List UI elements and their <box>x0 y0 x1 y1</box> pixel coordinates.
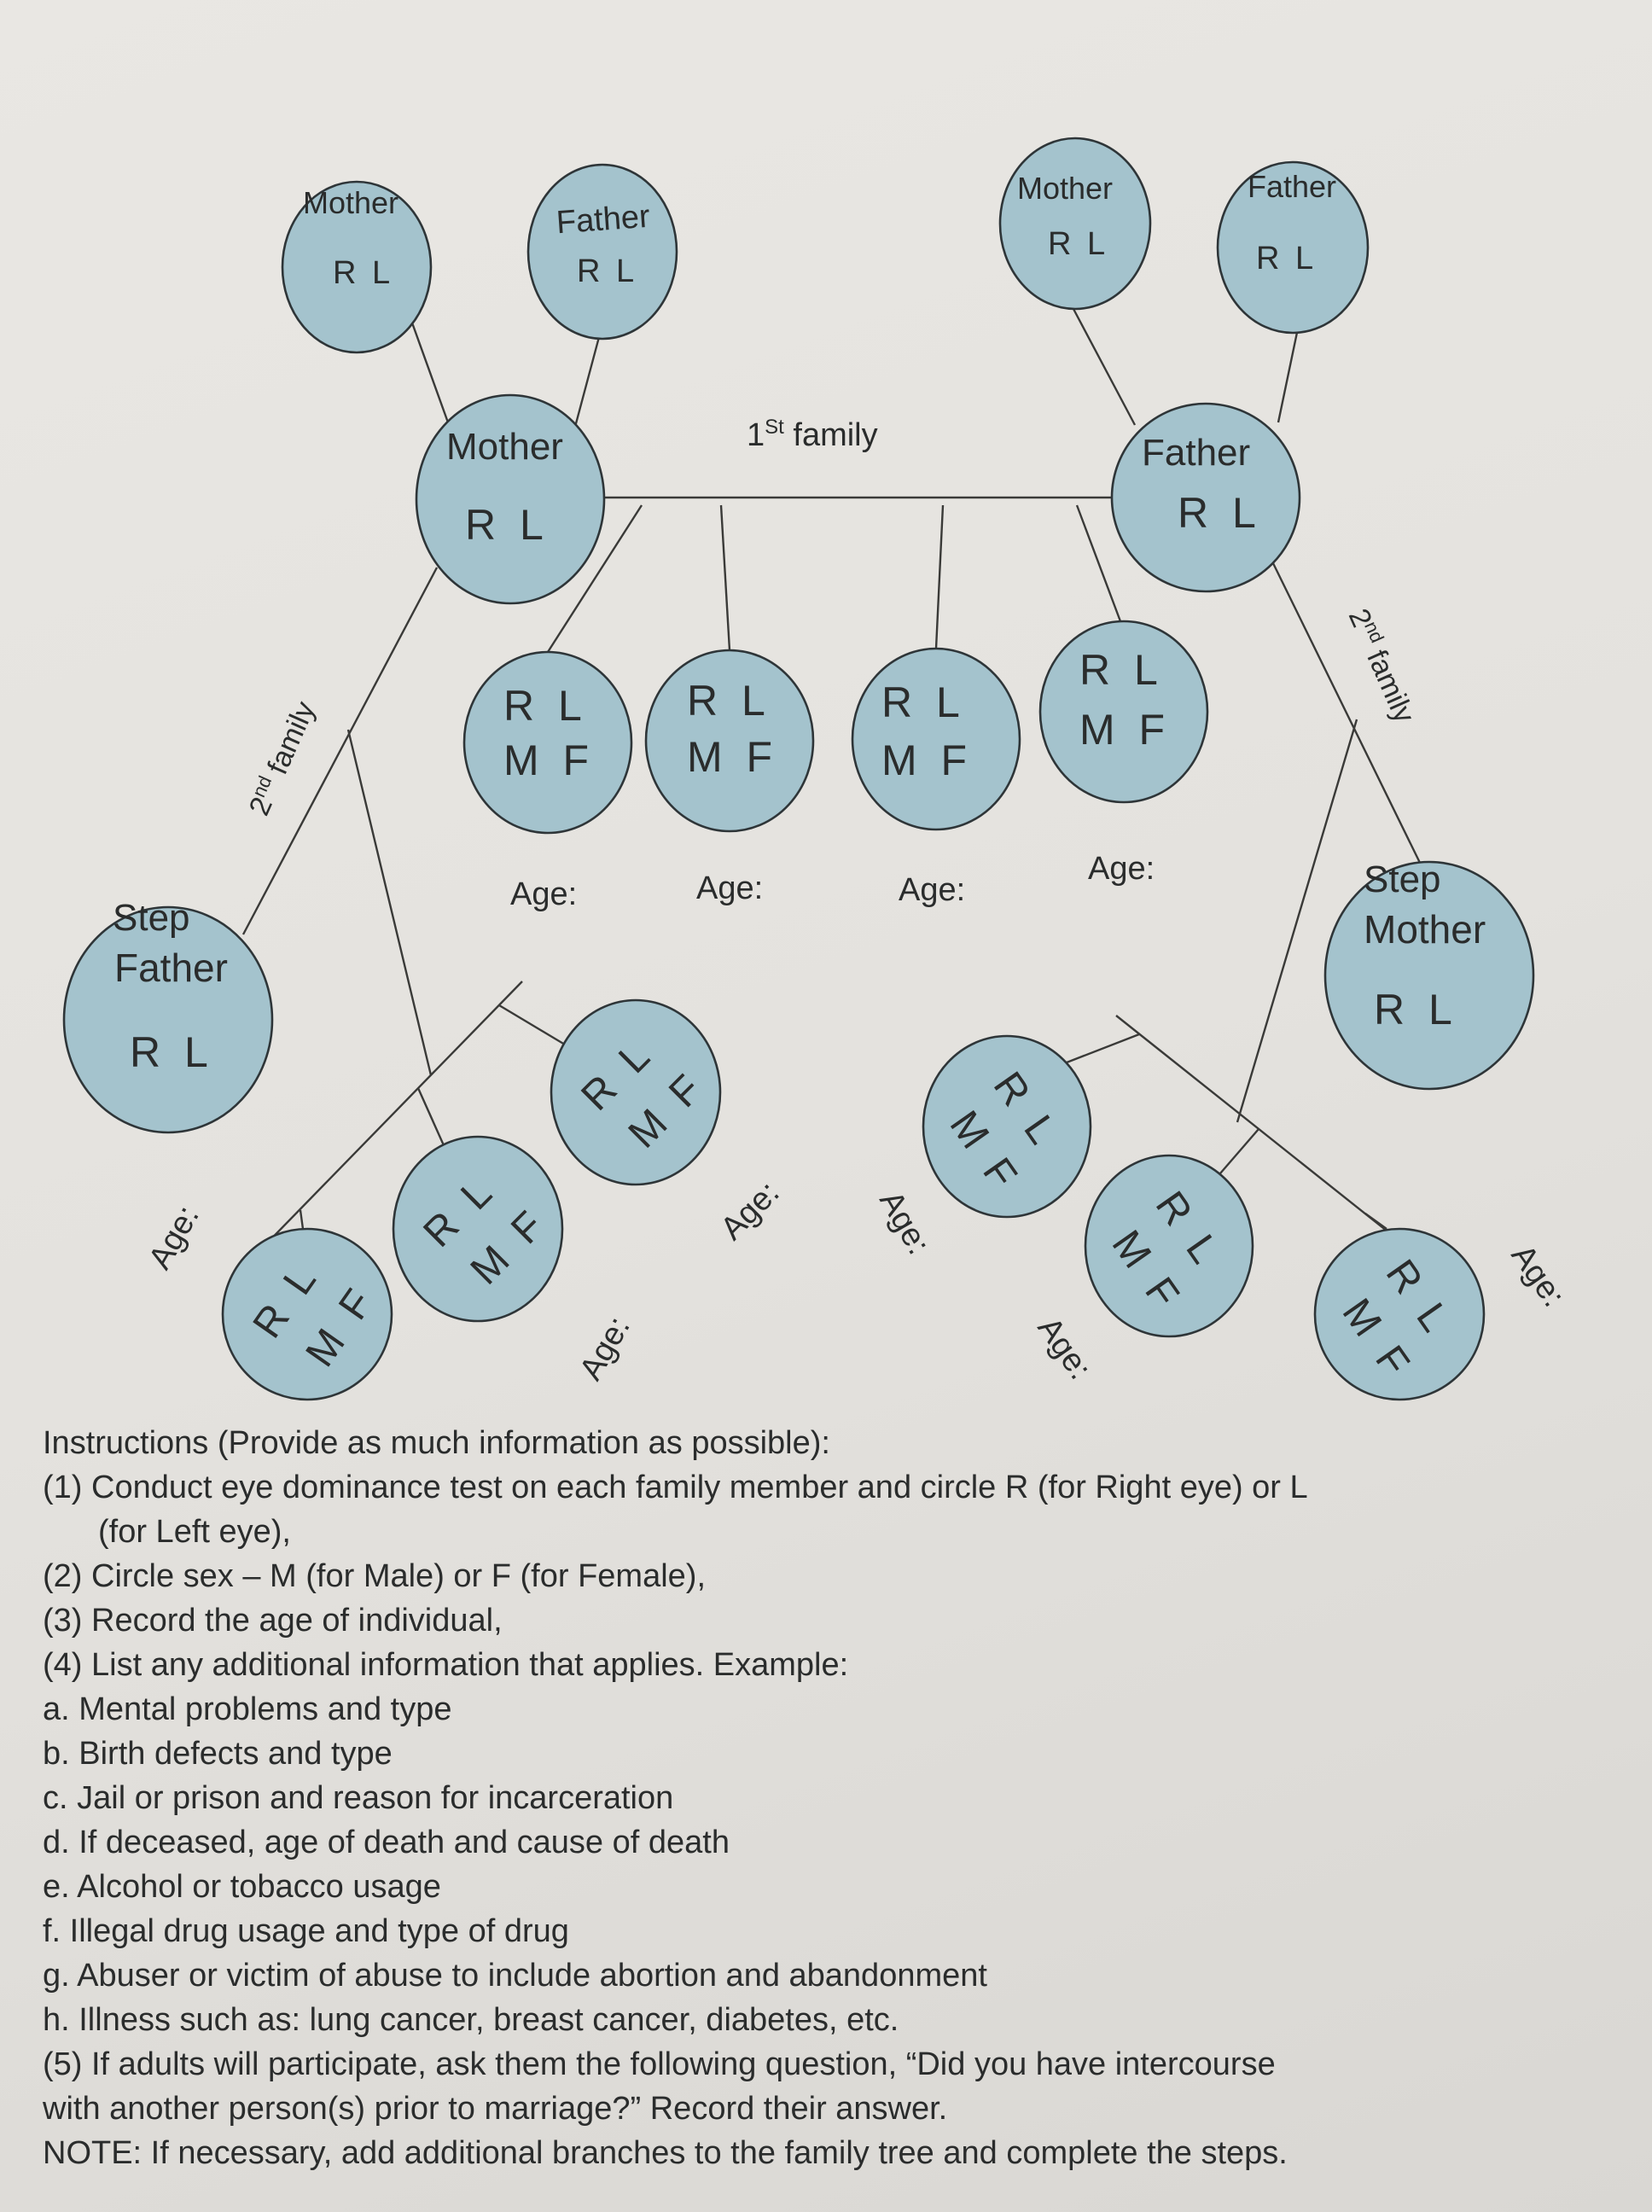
instruction-step-2: (2) Circle sex – M (for Male) or F (for … <box>43 1558 706 1594</box>
right-child-c-line <box>1364 1213 1387 1230</box>
instruction-step-5: (5) If adults will participate, ask them… <box>43 2046 1276 2082</box>
age-field[interactable]: Age: <box>872 1185 936 1261</box>
child-node-4[interactable]: R L M F <box>1038 620 1209 804</box>
instruction-step-4: (4) List any additional information that… <box>43 1647 849 1683</box>
instruction-step-1-continued: (for Left eye), <box>98 1514 291 1550</box>
instruction-note: NOTE: If necessary, add additional branc… <box>43 2135 1288 2171</box>
instructions-block: Instructions (Provide as much informatio… <box>43 1421 1613 2175</box>
step-father-node[interactable]: Step Father R L <box>62 897 274 1134</box>
eye-choice-rl[interactable]: R L <box>1079 646 1158 694</box>
node-title: Father <box>1248 169 1336 204</box>
second-family-line-right <box>1271 562 1422 865</box>
eye-choice-rl[interactable]: R L <box>687 677 765 725</box>
sex-choice-mf[interactable]: M F <box>1079 706 1165 754</box>
mother-node[interactable]: Mother R L <box>415 393 606 605</box>
father-node[interactable]: Father R L <box>1110 402 1301 593</box>
line-child-2 <box>719 504 731 651</box>
line-mgf-mother <box>573 336 601 428</box>
age-field[interactable]: Age: <box>573 1311 637 1387</box>
connector-lines <box>241 308 1422 1255</box>
node-title: Father <box>556 199 652 242</box>
example-item: a. Mental problems and type <box>43 1691 452 1727</box>
first-family-label: 1St family <box>747 416 878 453</box>
right-child-b-line <box>1219 1128 1259 1174</box>
line-child-4 <box>1075 504 1122 622</box>
second-family-line-left <box>241 567 439 935</box>
eye-choice-rl[interactable]: R L <box>1178 489 1256 537</box>
right-second-family-child-c[interactable]: R L M F <box>1313 1227 1486 1401</box>
paternal-grandfather-node[interactable]: Father R L <box>1216 160 1370 335</box>
instructions-heading: Instructions (Provide as much informatio… <box>43 1425 830 1461</box>
child-node-2[interactable]: R L M F <box>644 649 815 833</box>
left-second-family-child-b[interactable]: R L M F <box>392 1135 564 1323</box>
left-child-c-line <box>299 1209 305 1230</box>
example-item: g. Abuser or victim of abuse to include … <box>43 1958 987 1994</box>
step-mother-node[interactable]: Step Mother R L <box>1323 859 1535 1091</box>
line-pgm-father <box>1072 308 1137 426</box>
eye-choice-rl[interactable]: R L <box>465 501 544 549</box>
right-second-family-drop <box>1236 719 1358 1123</box>
example-item: c. Jail or prison and reason for incarce… <box>43 1780 674 1816</box>
left-child-a-line <box>498 1004 574 1051</box>
instruction-step-5-continued: with another person(s) prior to marriage… <box>43 2091 948 2127</box>
node-title: Mother <box>1364 907 1486 952</box>
maternal-grandfather-node[interactable]: Father R L <box>526 163 678 341</box>
eye-choice-rl[interactable]: R L <box>1048 226 1105 262</box>
right-child-a-line <box>1066 1033 1140 1064</box>
node-title: Mother <box>446 426 563 468</box>
age-field[interactable]: Age: <box>899 872 965 908</box>
eye-choice-rl[interactable]: R L <box>503 682 582 730</box>
node-title: Step <box>1364 859 1441 900</box>
age-field[interactable]: Age: <box>142 1200 206 1276</box>
age-field[interactable]: Age: <box>696 870 763 906</box>
child-node-3[interactable]: R L M F <box>851 647 1021 831</box>
node-title: Father <box>1142 432 1250 474</box>
line-child-1 <box>546 504 643 653</box>
instruction-step-3: (3) Record the age of individual, <box>43 1603 503 1639</box>
maternal-grandmother-node[interactable]: Mother R L <box>281 180 433 354</box>
left-second-family-child-c[interactable]: R L M F <box>221 1227 393 1401</box>
instruction-step-1: (1) Conduct eye dominance test on each f… <box>43 1470 1308 1505</box>
node-title: Mother <box>1017 171 1113 206</box>
node-title: Mother <box>303 185 398 220</box>
example-item: f. Illegal drug usage and type of drug <box>43 1913 569 1949</box>
example-item: e. Alcohol or tobacco usage <box>43 1869 441 1905</box>
family-tree-diagram: 1St family 2nd family 2nd family Mother … <box>62 137 1572 1401</box>
node-title: Father <box>114 946 228 990</box>
paternal-grandmother-node[interactable]: Mother R L <box>998 137 1152 311</box>
line-mgm-mother <box>408 315 450 423</box>
eye-choice-rl[interactable]: R L <box>577 253 634 289</box>
sex-choice-mf[interactable]: M F <box>503 736 589 784</box>
sex-choice-mf[interactable]: M F <box>881 736 967 784</box>
example-item: d. If deceased, age of death and cause o… <box>43 1825 730 1860</box>
line-child-3 <box>934 504 945 649</box>
eye-choice-rl[interactable]: R L <box>333 255 390 291</box>
age-field[interactable]: Age: <box>1088 851 1155 887</box>
age-field[interactable]: Age: <box>1031 1311 1098 1386</box>
left-second-family-child-a[interactable]: R L M F <box>550 998 722 1186</box>
child-node-1[interactable]: R L M F <box>462 650 633 835</box>
second-family-label-left: 2nd family <box>241 696 322 821</box>
node-title: Step <box>113 897 190 939</box>
right-second-family-child-a[interactable]: R L M F <box>922 1034 1092 1219</box>
second-family-label-right: 2nd family <box>1342 603 1422 728</box>
age-field[interactable]: Age: <box>714 1174 787 1247</box>
example-item: b. Birth defects and type <box>43 1736 393 1772</box>
age-field[interactable]: Age: <box>510 876 577 912</box>
eye-choice-rl[interactable]: R L <box>130 1028 208 1076</box>
eye-choice-rl[interactable]: R L <box>881 678 960 726</box>
sex-choice-mf[interactable]: M F <box>687 733 772 781</box>
age-field[interactable]: Age: <box>1504 1238 1572 1313</box>
left-sibling-bar <box>255 981 523 1255</box>
left-second-family-drop <box>346 729 433 1076</box>
eye-choice-rl[interactable]: R L <box>1256 241 1313 276</box>
eye-choice-rl[interactable]: R L <box>1374 986 1452 1033</box>
example-item: h. Illness such as: lung cancer, breast … <box>43 2002 899 2038</box>
right-second-family-child-b[interactable]: R L M F <box>1084 1154 1254 1338</box>
line-pgf-father <box>1277 323 1300 423</box>
